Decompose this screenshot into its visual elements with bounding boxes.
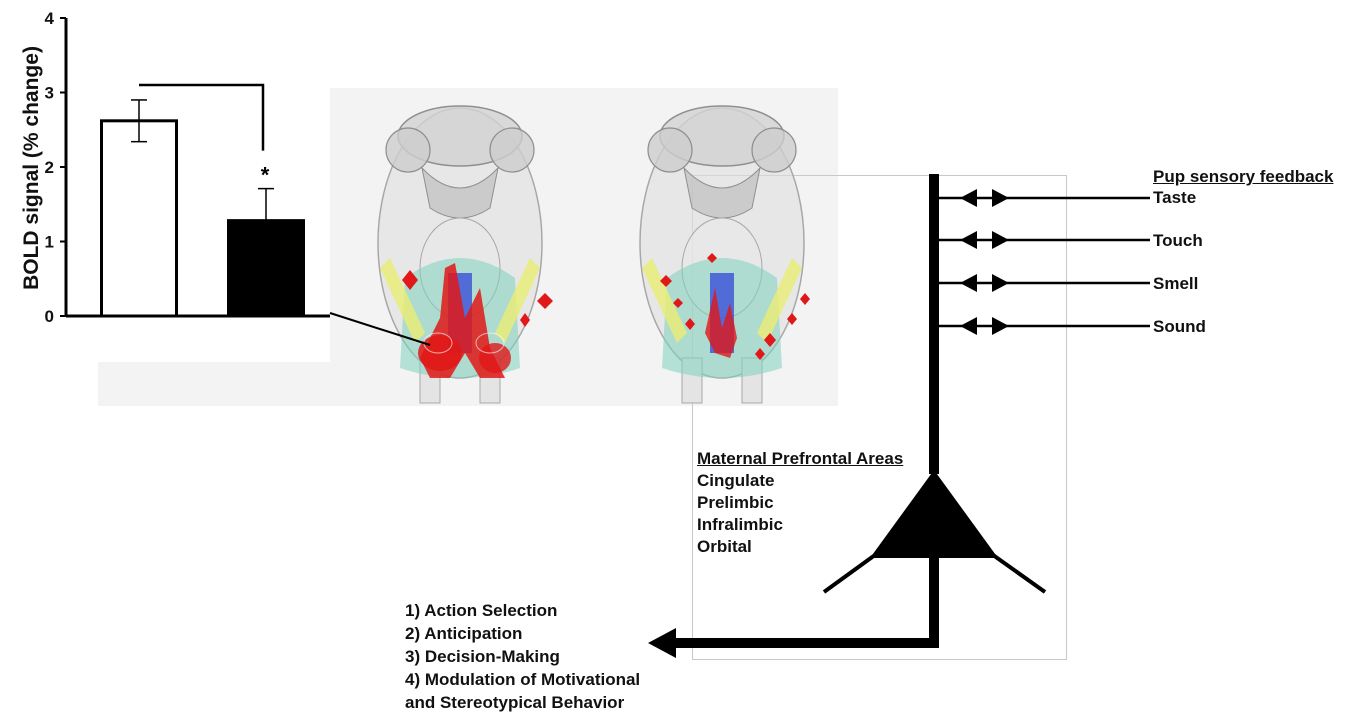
bar bbox=[229, 221, 304, 316]
bar bbox=[102, 121, 177, 316]
output-item: 3) Decision-Making bbox=[405, 646, 560, 668]
sensory-input-lines bbox=[934, 198, 1150, 326]
sensory-item-sound: Sound bbox=[1153, 316, 1206, 338]
prefrontal-area: Prelimbic bbox=[697, 492, 774, 514]
sensory-item-touch: Touch bbox=[1153, 230, 1203, 252]
prefrontal-title: Maternal Prefrontal Areas bbox=[697, 448, 903, 470]
y-tick-label: 2 bbox=[45, 158, 54, 177]
output-item: 4) Modulation of Motivational bbox=[405, 669, 640, 691]
y-tick-label: 4 bbox=[45, 9, 55, 28]
output-item: 1) Action Selection bbox=[405, 600, 557, 622]
y-tick-label: 3 bbox=[45, 84, 54, 103]
sensory-feedback-title: Pup sensory feedback bbox=[1153, 166, 1333, 188]
neuron-soma-icon bbox=[870, 470, 998, 558]
y-tick-label: 0 bbox=[45, 307, 54, 326]
axon bbox=[929, 555, 939, 645]
bold-bar-chart: 0 1 2 3 4 * BOLD signal (% change) bbox=[0, 0, 340, 362]
output-item: and Stereotypical Behavior bbox=[405, 692, 624, 714]
prefrontal-area: Orbital bbox=[697, 536, 752, 558]
output-arrow-icon bbox=[648, 628, 676, 658]
y-tick-label: 1 bbox=[45, 233, 54, 252]
sensory-item-smell: Smell bbox=[1153, 273, 1198, 295]
y-axis-label: BOLD signal (% change) bbox=[20, 46, 43, 290]
brain-left-activation-map bbox=[378, 106, 553, 403]
connector-line bbox=[320, 305, 440, 355]
prefrontal-area: Infralimbic bbox=[697, 514, 783, 536]
synapse-icons bbox=[960, 189, 1009, 335]
neuron-diagram bbox=[630, 170, 1190, 670]
prefrontal-area: Cingulate bbox=[697, 470, 774, 492]
apical-dendrite bbox=[929, 174, 939, 474]
significance-marker: * bbox=[261, 163, 270, 188]
sensory-item-taste: Taste bbox=[1153, 187, 1196, 209]
output-item: 2) Anticipation bbox=[405, 623, 522, 645]
